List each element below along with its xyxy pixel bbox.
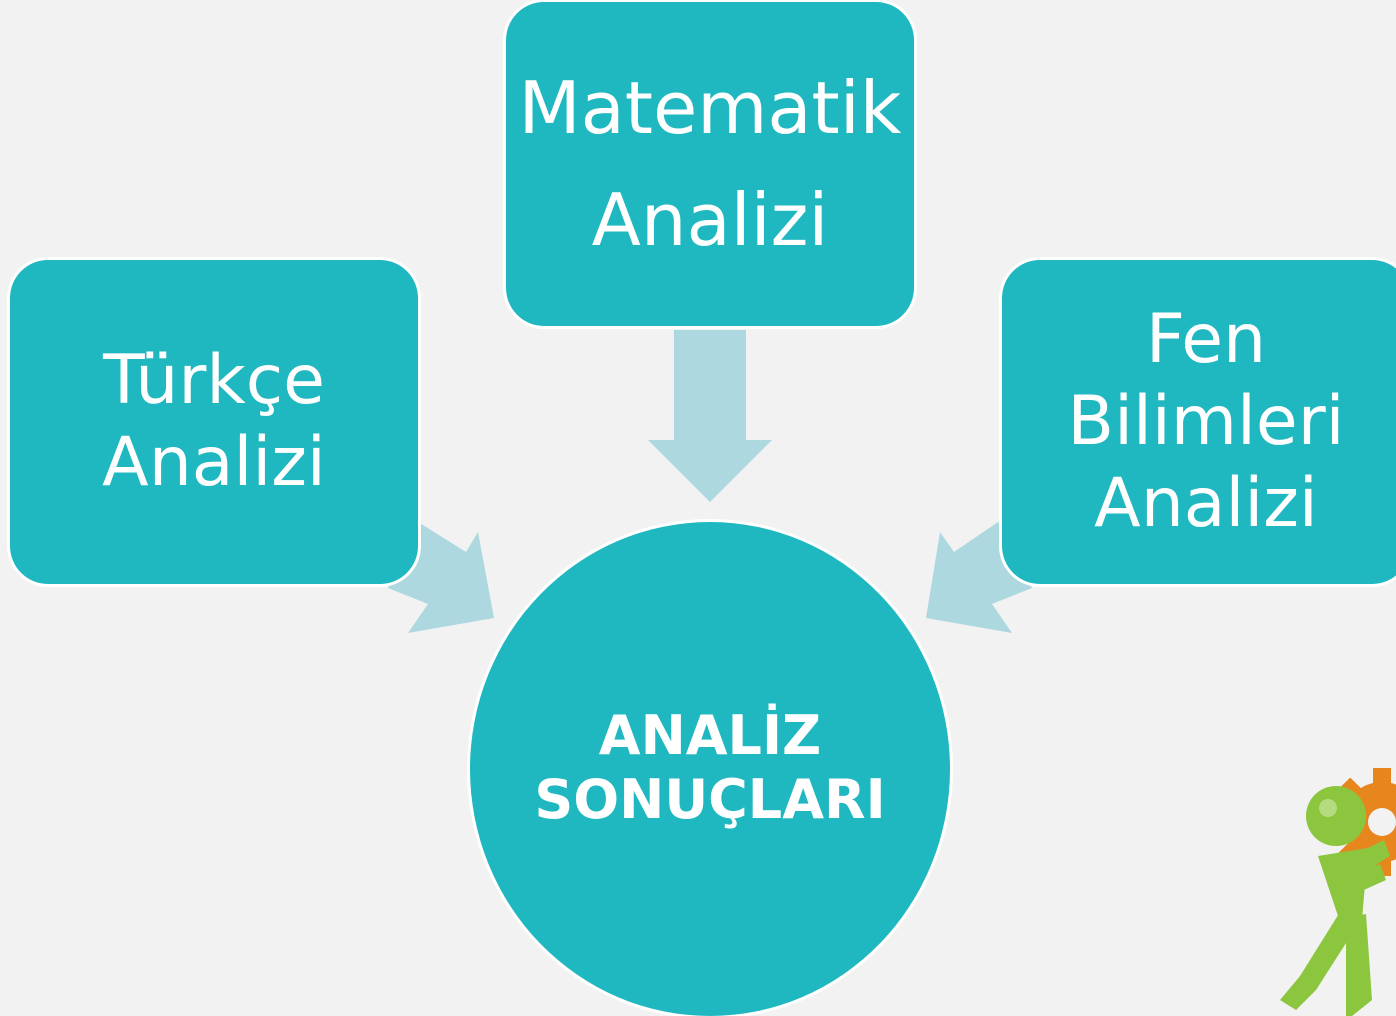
science-analysis-box: Fen Bilimleri Analizi (1002, 260, 1396, 584)
science-label-line2: Bilimleri (1067, 382, 1345, 461)
results-label-line1: ANALİZ (598, 704, 822, 767)
science-label-line3: Analizi (1094, 464, 1318, 543)
math-label-line2: Analizi (591, 178, 829, 262)
results-label-line2: SONUÇLARI (534, 768, 886, 831)
turkish-analysis-box: Türkçe Analizi (10, 260, 418, 584)
math-label-line1: Matematik (518, 66, 902, 150)
arrow-down (648, 330, 772, 502)
turkish-label-line1: Türkçe (103, 341, 325, 420)
science-label-line1: Fen (1145, 300, 1267, 379)
turkish-label-line2: Analizi (102, 423, 326, 502)
analysis-results-circle: ANALİZ SONUÇLARI (470, 522, 950, 1016)
math-analysis-box: Matematik Analizi (506, 2, 914, 326)
